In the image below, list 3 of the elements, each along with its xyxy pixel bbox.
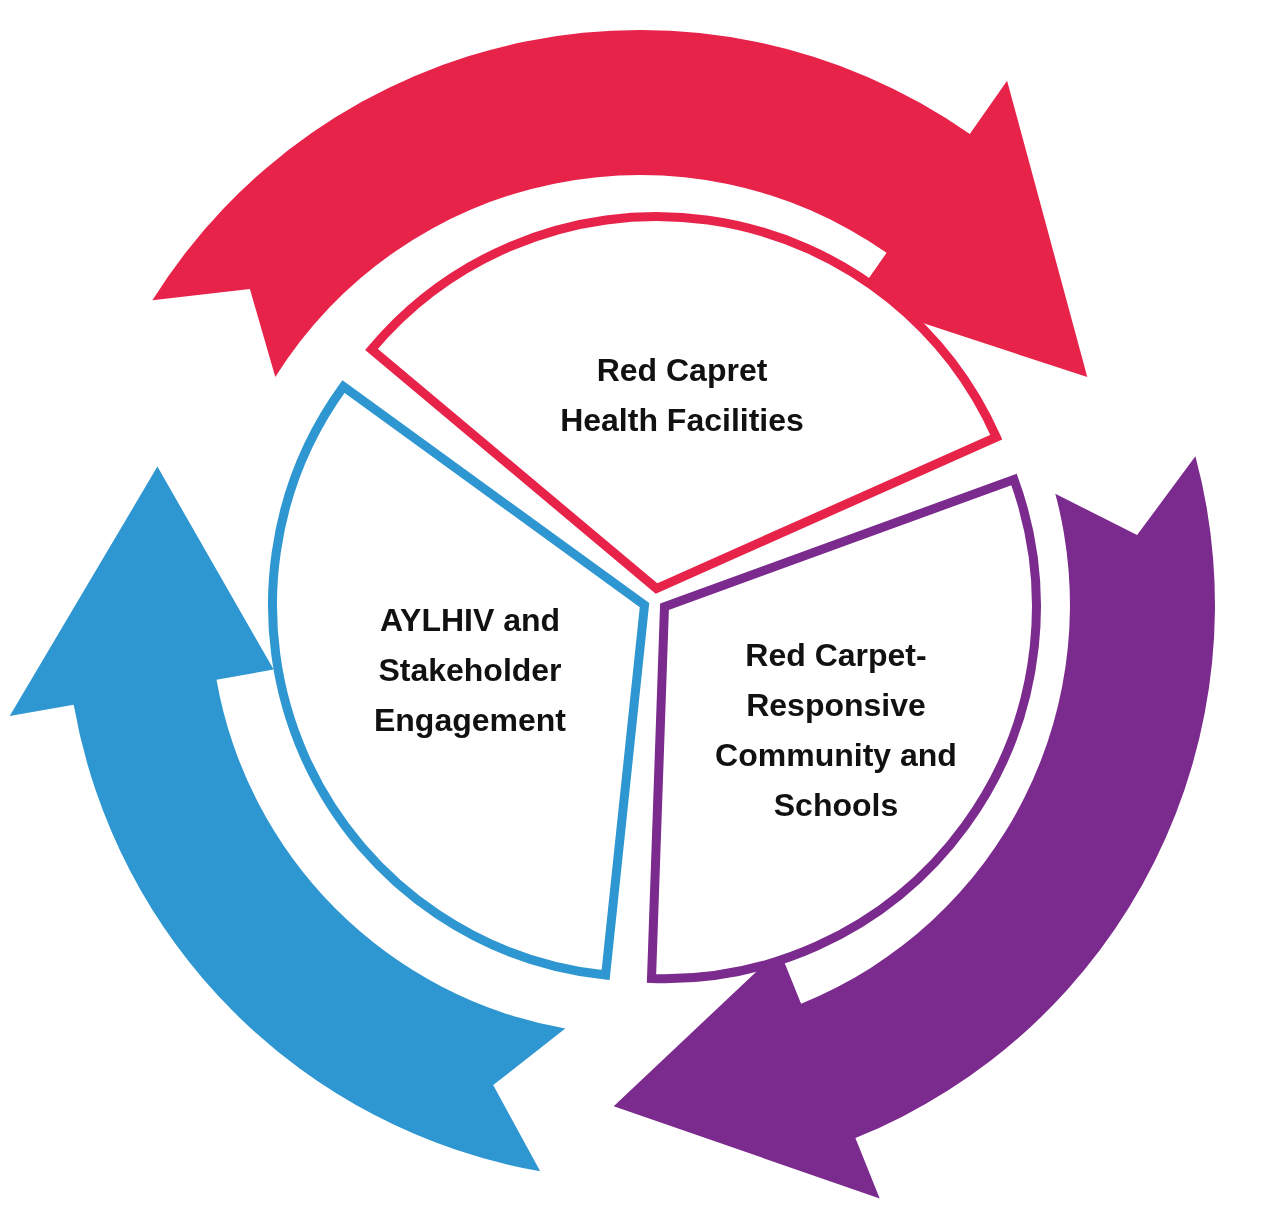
segment-label: Red Capret Health Facilities	[559, 351, 805, 440]
segment-label: AYLHIV and Stakeholder Engagement	[372, 601, 567, 740]
segment-label: Red Carpet-Responsive Community and Schools	[714, 636, 958, 825]
